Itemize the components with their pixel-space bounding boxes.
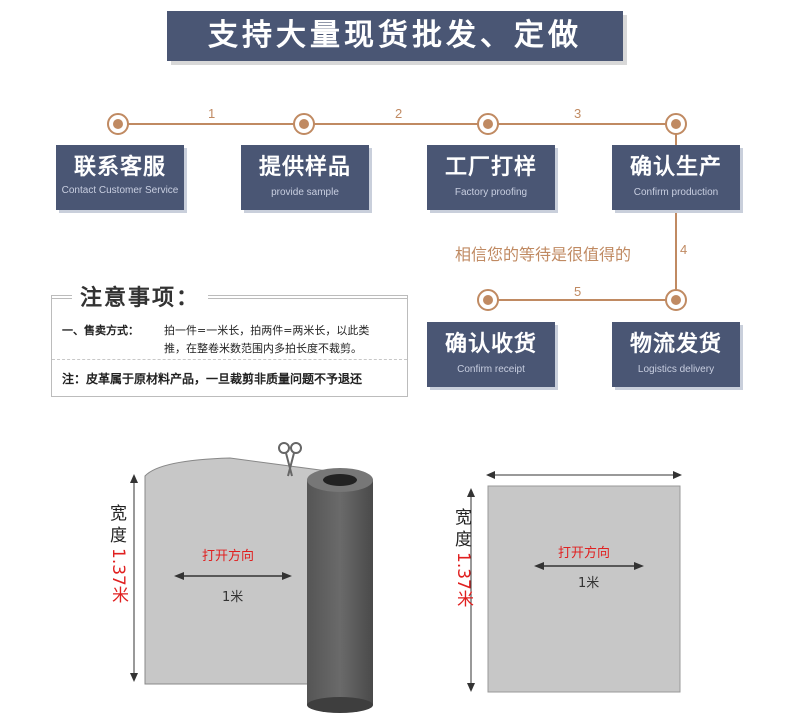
width-value-left: 1.37米 (108, 548, 128, 603)
wait-message: 相信您的等待是很值得的 (455, 245, 632, 264)
step-box-receipt: 确认收货 Confirm receipt (427, 322, 555, 387)
step-subtitle: Confirm receipt (457, 364, 525, 375)
step-title: 工厂打样 (444, 155, 537, 180)
banner-title: 支持大量现货批发、定做 (167, 11, 623, 61)
step-title: 提供样品 (258, 155, 351, 180)
width-label-left: 宽度 (110, 504, 127, 546)
step-box-delivery: 物流发货 Logistics delivery (612, 322, 740, 387)
notice-rule-text-1: 拍一件=一米长，拍两件=两米长，以此类 (164, 324, 370, 337)
step-subtitle: Contact Customer Service (61, 185, 179, 196)
step-box-proofing: 工厂打样 Factory proofing (427, 145, 555, 210)
notice-title: 注意事项： (72, 280, 209, 312)
fabric-roll-illustration (130, 442, 373, 713)
notice-rule-text-2: 推，在整卷米数范围内多拍长度不裁剪。 (164, 342, 362, 355)
step-subtitle: Logistics delivery (637, 364, 715, 375)
step-subtitle: Factory proofing (454, 187, 528, 198)
step-number-5: 5 (574, 284, 582, 299)
step-number-2: 2 (395, 106, 403, 121)
scissors-icon (278, 442, 302, 477)
width-label-right: 宽度 (455, 508, 472, 550)
step-box-sample: 提供样品 provide sample (241, 145, 369, 210)
length-left: 1米 (222, 590, 244, 605)
step-subtitle: Confirm production (633, 187, 719, 198)
step-title: 联系客服 (73, 155, 166, 180)
width-value-right: 1.37米 (453, 552, 473, 607)
flat-sheet-illustration (467, 471, 682, 693)
step-number-3: 3 (574, 106, 582, 121)
step-box-contact: 联系客服 Contact Customer Service (56, 145, 184, 210)
step-title: 确认收货 (444, 332, 537, 357)
step-box-production: 确认生产 Confirm production (612, 145, 740, 210)
open-direction-left: 打开方向 (202, 549, 255, 564)
step-title: 确认生产 (629, 155, 722, 180)
step-number-4: 4 (680, 242, 688, 257)
notice-box: 注意事项： 一、售卖方式： 拍一件=一米长，拍两件=两米长，以此类 推，在整卷米… (51, 280, 408, 397)
step-title: 物流发货 (629, 332, 722, 357)
open-direction-right: 打开方向 (558, 546, 611, 561)
step-subtitle: provide sample (271, 187, 339, 198)
step-number-1: 1 (208, 106, 216, 121)
length-right: 1米 (578, 576, 600, 591)
notice-footnote: 注：皮革属于原材料产品，一旦裁剪非质量问题不予退还 (62, 372, 363, 386)
process-connectors (107, 113, 687, 311)
notice-rule-label: 一、售卖方式： (62, 324, 139, 337)
